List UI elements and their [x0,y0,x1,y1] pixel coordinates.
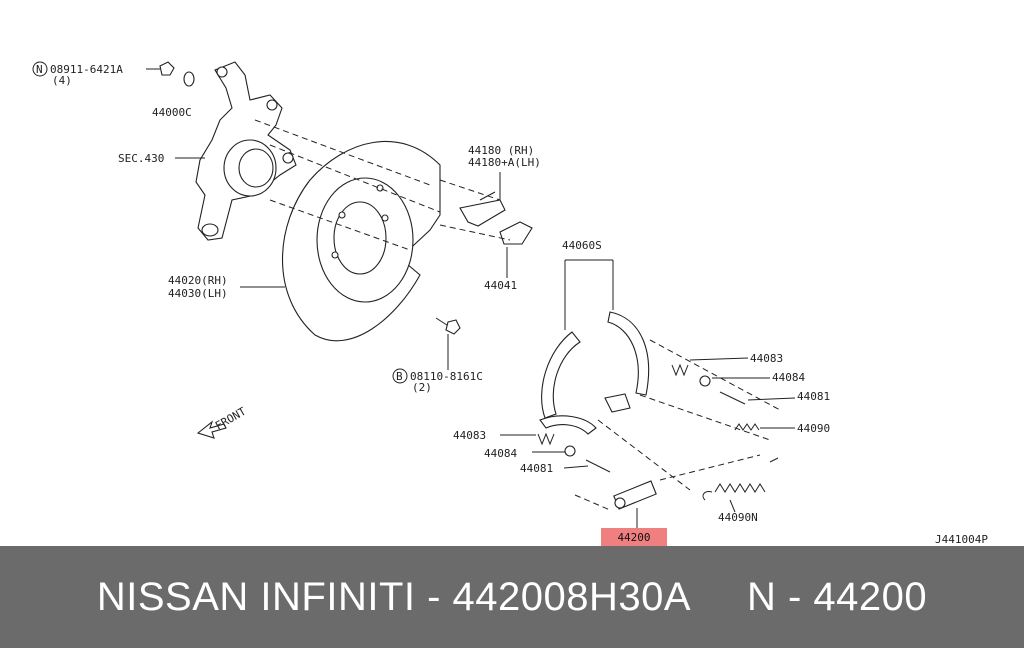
label-08911-6421A: 08911-6421A [50,63,123,76]
label-44083-right: 44083 [750,352,783,365]
bolt-part [435,317,461,335]
label-44000C: 44000C [152,106,192,119]
brake-lever-part [459,191,533,245]
label-bolt-qty: (2) [412,381,432,394]
label-44081-right: 44081 [797,390,830,403]
label-44090: 44090 [797,422,830,435]
label-44020: 44020(RH) [168,274,228,287]
label-44081-left: 44081 [520,462,553,475]
brake-shoes [539,311,650,435]
label-44090N: 44090N [718,511,758,524]
nut-prefix-circle [32,61,48,77]
label-44084-right: 44084 [772,371,805,384]
label-sec430: SEC.430 [118,152,164,165]
label-44030: 44030(LH) [168,287,228,300]
label-44060S: 44060S [562,239,602,252]
steering-knuckle [195,61,297,241]
label-44180-rh: 44180 (RH) [468,144,534,157]
bolt-prefix-circle [392,368,408,384]
backing-plate [281,140,441,342]
nut-prefix: N [36,63,43,76]
front-arrow-icon [196,420,227,439]
label-front: FRONT [213,405,249,433]
highlight-44200: 44200 [601,528,667,547]
label-44084-left: 44084 [484,447,517,460]
springs-and-pins [537,363,779,501]
footer-caption: NISSAN INFINITI - 442008H30A N - 44200 [0,546,1024,648]
label-44180-lh: 44180+A(LH) [468,156,541,169]
leader-lines [146,68,796,528]
bolt-prefix: B [396,370,403,383]
label-44041: 44041 [484,279,517,292]
diagram-id: J441004P [935,533,988,546]
wheel-cylinder-44200 [613,480,657,510]
label-nut-qty: (4) [52,74,72,87]
nut-part [159,61,195,87]
parts-diagram: N 08911-6421A (4) 44000C SEC.430 44180 (… [32,61,988,546]
label-44083-left: 44083 [453,429,486,442]
label-08110-8161C: 08110-8161C [410,370,483,383]
